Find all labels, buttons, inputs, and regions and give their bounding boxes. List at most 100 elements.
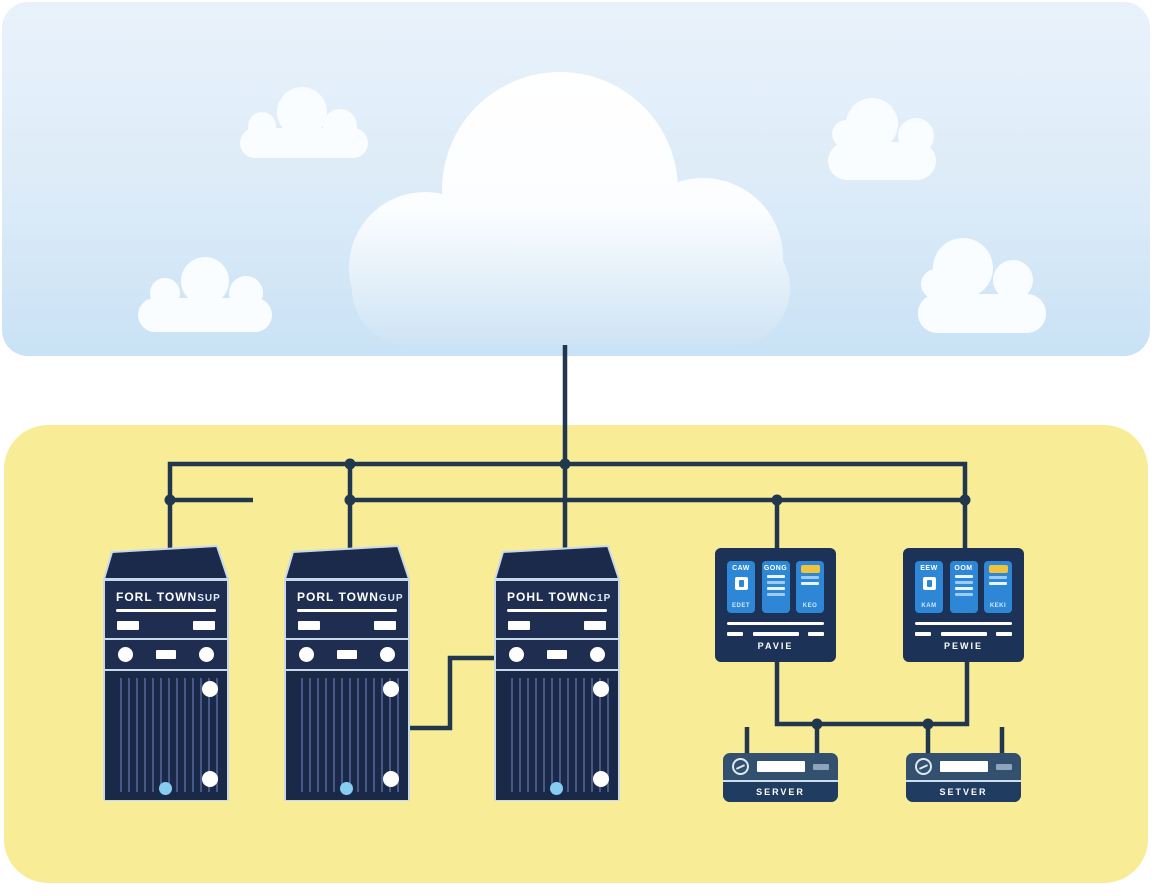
card-caption: EDET bbox=[731, 603, 750, 609]
card-row: CAW EDET GONG KEO bbox=[727, 561, 824, 613]
card-caption: KEO bbox=[802, 603, 818, 609]
list-card: GONG bbox=[761, 561, 790, 613]
drive-slot bbox=[117, 621, 139, 630]
router-front bbox=[723, 753, 838, 780]
dash bbox=[940, 632, 987, 636]
id-card: EEW KAM bbox=[915, 561, 943, 613]
list-line bbox=[801, 576, 819, 579]
panel-label: PEWIE bbox=[943, 641, 983, 651]
vent-grill bbox=[114, 678, 218, 792]
reset-button bbox=[590, 647, 605, 662]
status-display bbox=[547, 650, 567, 659]
yellow-banner bbox=[800, 565, 820, 573]
wireless-router-1: SERVER bbox=[723, 753, 838, 802]
list-line bbox=[954, 587, 973, 590]
banner-card: KEO bbox=[796, 561, 824, 613]
small-cloud-icon bbox=[240, 87, 368, 158]
list-line bbox=[766, 587, 785, 590]
yellow-banner bbox=[988, 565, 1008, 573]
status-display bbox=[337, 650, 357, 659]
card-title: EEW bbox=[920, 565, 938, 572]
router-display bbox=[940, 761, 988, 772]
id-card: CAW EDET bbox=[727, 561, 755, 613]
dash bbox=[915, 632, 931, 636]
server-tower-3: POHL TOWN C1P bbox=[494, 545, 620, 801]
dash bbox=[752, 632, 799, 636]
tower-label-row: PORL TOWN GUP bbox=[286, 581, 408, 604]
card-title: OOM bbox=[954, 565, 973, 572]
card-caption: KEKI bbox=[989, 603, 1007, 609]
vent-grill bbox=[505, 678, 609, 792]
drive-slot bbox=[374, 621, 396, 630]
card-panel-1: CAW EDET GONG KEO PAVIE bbox=[715, 548, 836, 662]
tower-label: PORL TOWN bbox=[297, 590, 379, 604]
power-button bbox=[509, 647, 524, 662]
vent-section bbox=[286, 671, 408, 800]
router-display bbox=[757, 761, 805, 772]
list-line bbox=[766, 581, 785, 584]
tower-label-row: POHL TOWN C1P bbox=[496, 581, 618, 604]
card-panel-2: EEW KAM OOM KEKI PEWIE bbox=[903, 548, 1024, 662]
list-line bbox=[954, 581, 973, 584]
label-underline bbox=[116, 609, 216, 612]
dash bbox=[808, 632, 824, 636]
router-button bbox=[996, 763, 1012, 770]
tower-label-row: FORL TOWN SUP bbox=[105, 581, 227, 604]
router-label-band: SETVER bbox=[906, 780, 1021, 802]
banner-card: KEKI bbox=[984, 561, 1012, 613]
list-line bbox=[766, 593, 785, 596]
list-line bbox=[989, 576, 1007, 579]
document-icon bbox=[922, 577, 936, 590]
status-led bbox=[202, 681, 218, 697]
dash bbox=[996, 632, 1012, 636]
card-caption: KAM bbox=[921, 603, 937, 609]
reset-button bbox=[380, 647, 395, 662]
control-row bbox=[105, 638, 227, 671]
label-underline bbox=[507, 609, 607, 612]
small-cloud-icon bbox=[138, 257, 272, 332]
status-led bbox=[202, 771, 218, 787]
panel-label: PAVIE bbox=[757, 641, 794, 651]
panel-dashes bbox=[915, 632, 1012, 636]
router-front bbox=[906, 753, 1021, 780]
drive-slot bbox=[298, 621, 320, 630]
router-label: SETVER bbox=[939, 787, 988, 797]
tower-tag: GUP bbox=[378, 593, 404, 604]
vent-section bbox=[105, 671, 227, 800]
power-button bbox=[118, 647, 133, 662]
list-line bbox=[954, 575, 973, 578]
list-card: OOM bbox=[949, 561, 978, 613]
document-icon bbox=[734, 577, 748, 590]
router-label-band: SERVER bbox=[723, 780, 838, 802]
list-line bbox=[954, 593, 973, 596]
status-display bbox=[156, 650, 176, 659]
tower-front-panel: FORL TOWN SUP bbox=[103, 579, 229, 801]
panel-rule bbox=[915, 622, 1012, 625]
card-row: EEW KAM OOM KEKI bbox=[915, 561, 1012, 613]
list-line bbox=[766, 575, 785, 578]
drive-slots bbox=[496, 612, 618, 638]
panel-dashes bbox=[727, 632, 824, 636]
server-tower-1: FORL TOWN SUP bbox=[103, 545, 229, 801]
tower-roof bbox=[284, 545, 410, 579]
wireless-router-2: SETVER bbox=[906, 753, 1021, 802]
small-cloud-icon bbox=[918, 238, 1046, 333]
activity-led bbox=[159, 782, 172, 795]
vent-section bbox=[496, 671, 618, 800]
tower-front-panel: POHL TOWN C1P bbox=[494, 579, 620, 801]
control-row bbox=[286, 638, 408, 671]
drive-slot bbox=[584, 621, 606, 630]
status-led bbox=[593, 771, 609, 787]
card-title: CAW bbox=[732, 565, 750, 572]
clock-icon bbox=[732, 758, 749, 775]
drive-slot bbox=[193, 621, 215, 630]
status-led bbox=[383, 771, 399, 787]
drive-slots bbox=[286, 612, 408, 638]
junction-dots bbox=[164, 458, 971, 730]
reset-button bbox=[199, 647, 214, 662]
label-underline bbox=[297, 609, 397, 612]
list-line bbox=[989, 582, 1007, 585]
list-line bbox=[801, 582, 819, 585]
